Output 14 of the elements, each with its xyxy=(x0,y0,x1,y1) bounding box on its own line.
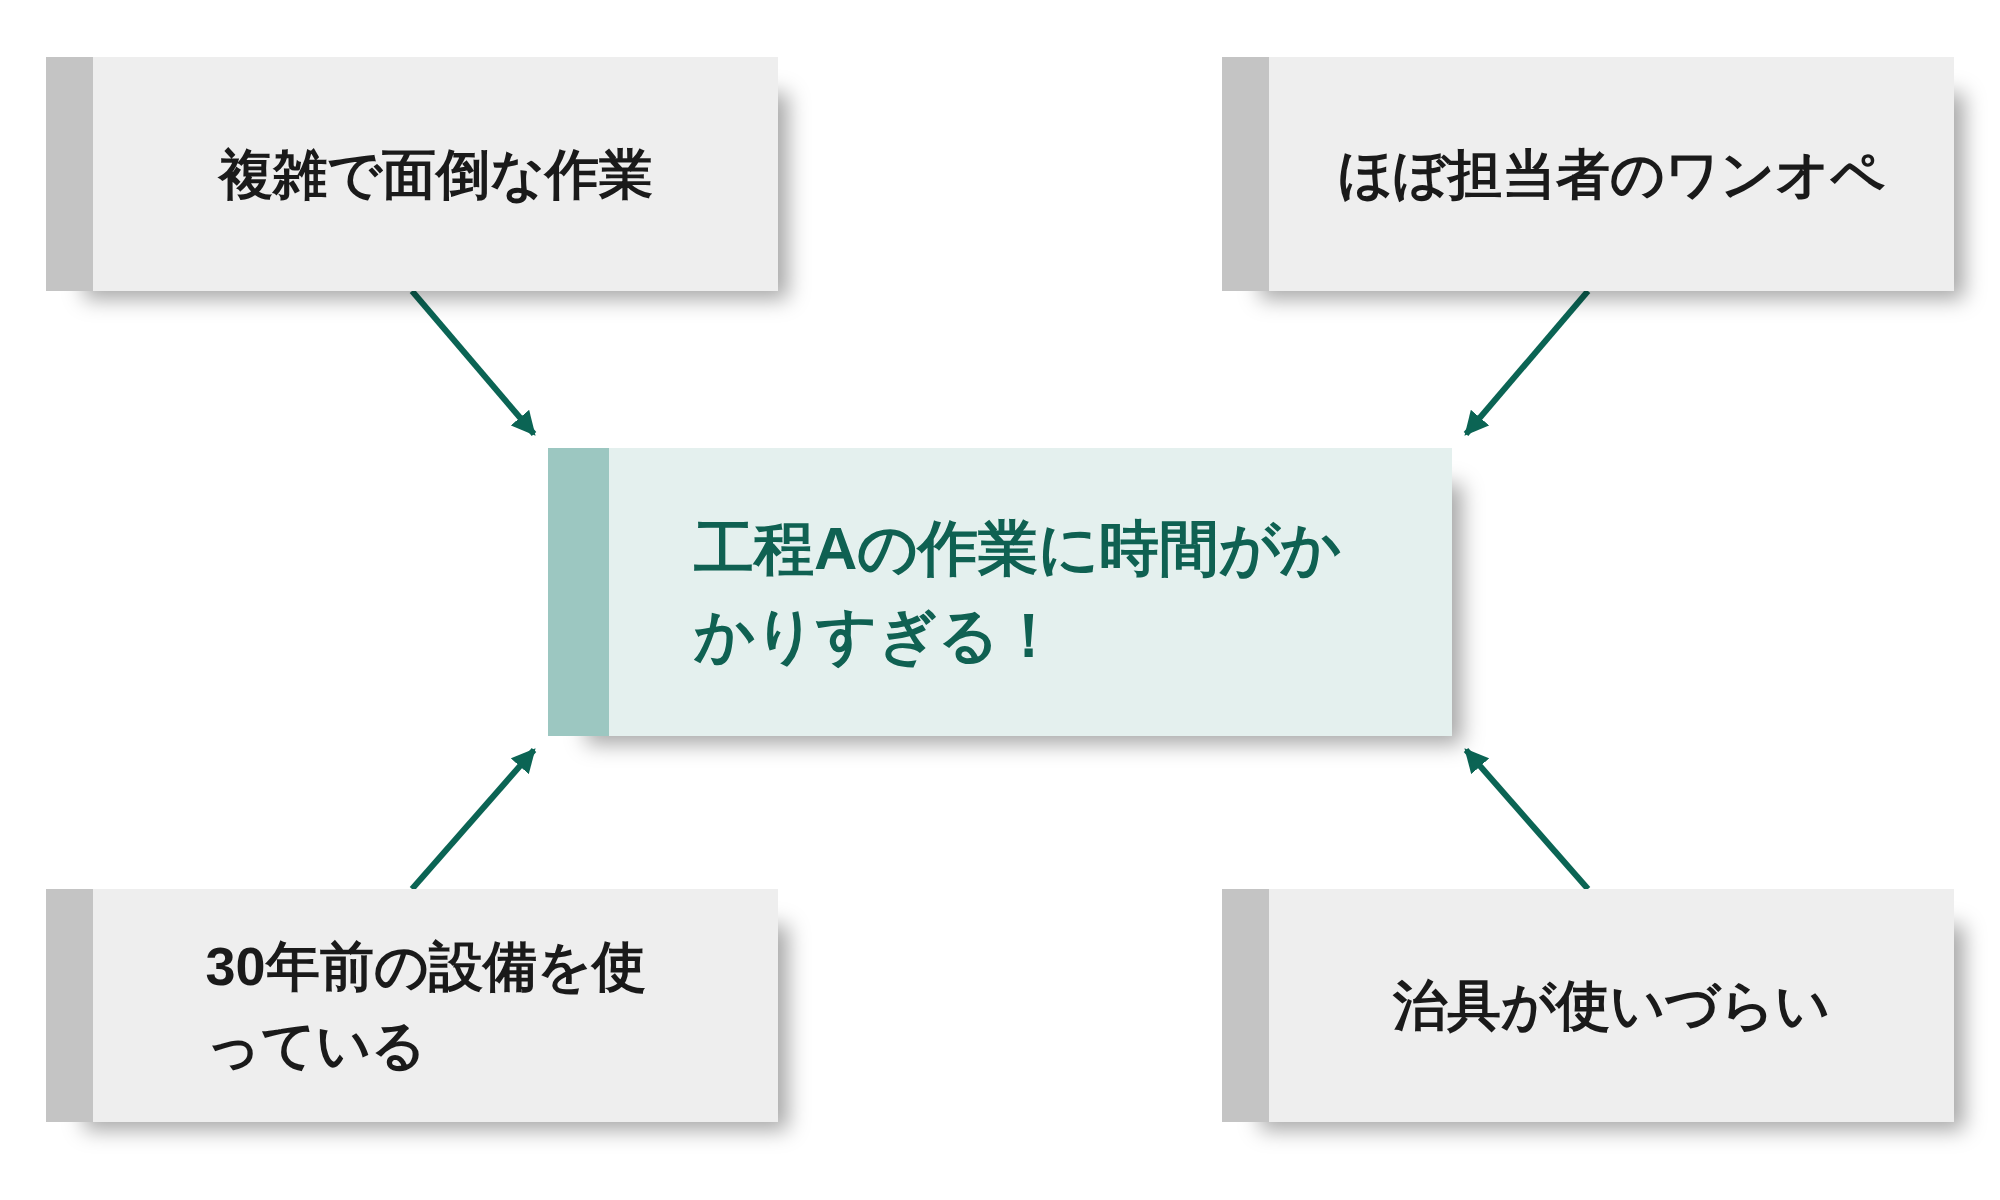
cause-box xyxy=(1222,57,1954,291)
cause-text: 30年前の設備を使っている xyxy=(205,935,647,1077)
arrow xyxy=(1463,289,1591,436)
cause-box xyxy=(46,889,778,1122)
cause-text: 複雑で面倒な作業 xyxy=(218,142,653,206)
problem-text: 工程Aの作業に時間がかかりすぎる！ xyxy=(694,514,1343,671)
cause-text: ほぼ担当者のワンオペ xyxy=(1338,142,1885,206)
cause-text: 治具が使いづらい xyxy=(1393,974,1830,1038)
arrow xyxy=(1463,748,1591,891)
cause-box xyxy=(1222,889,1954,1122)
arrow xyxy=(409,289,537,436)
cause-box xyxy=(46,57,778,291)
arrow xyxy=(409,748,537,891)
problem-box xyxy=(548,448,1452,736)
